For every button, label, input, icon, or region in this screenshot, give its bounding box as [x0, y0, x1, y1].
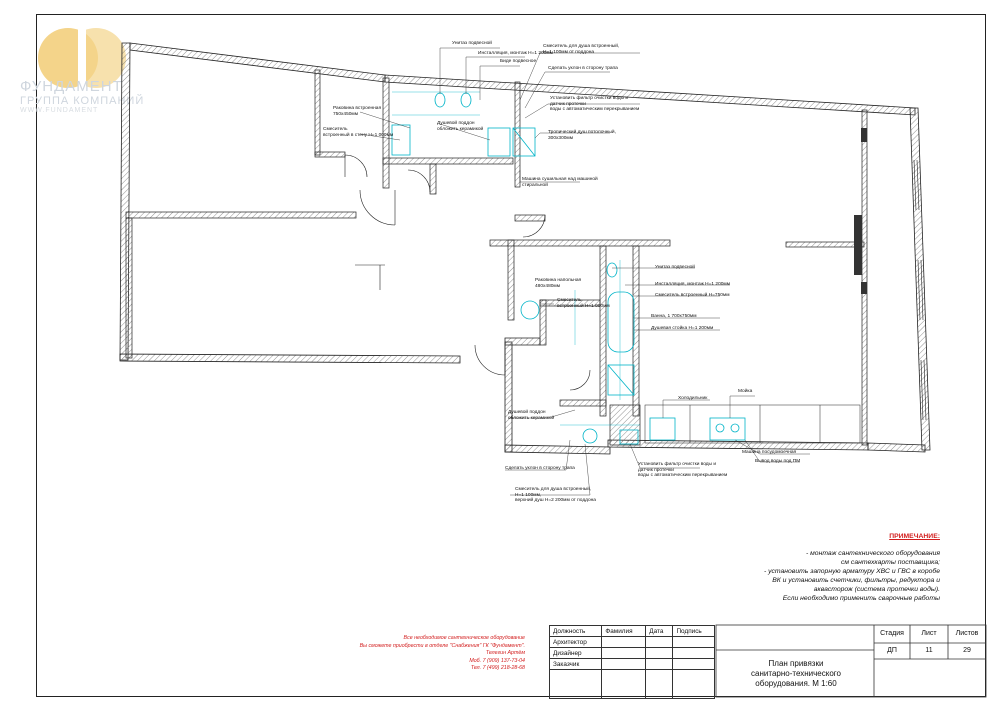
label-ceiling-shower: Тропический душ потолочный, 300х300мм [548, 130, 616, 141]
exterior-walls [119, 42, 931, 455]
stamp-head-date: Дата [645, 625, 674, 637]
label-mixer-wall: Смеситель встроенный в стену Н=1 000мм [323, 127, 394, 138]
label-slope-bottom: Сделать уклон в сторону трапа [505, 466, 575, 471]
label-tray-bottom: Душевой поддон обложить керамикой [508, 410, 555, 421]
tb-stage-header: Стадия [880, 630, 904, 637]
doors [344, 154, 591, 391]
label-tray-top: Душевой поддон обложить керамикой [437, 121, 484, 132]
label-slope-top: Сделать уклон в сторону трапа [548, 66, 618, 71]
label-wc-top: Унитаз подвесной [452, 41, 492, 46]
windows [913, 159, 927, 421]
logo-url: WWW.FUNDAMENT [20, 107, 99, 114]
label-install-top: Инсталляция, монтаж Н=1 200мм [478, 51, 554, 56]
label-filter-bottom: Установить фильтр очистки воды и датчик … [638, 462, 728, 479]
tb-sheets-header: Листов [955, 630, 979, 637]
label-install-mid: Инсталляция, монтаж Н=1 200мм [655, 282, 731, 287]
label-mixer-1000: Смеситель встроенный Н=1 000мм [557, 298, 610, 309]
label-bath: Ванна, 1 700х750мм [651, 314, 697, 319]
tb-sheet-header: Лист [921, 630, 937, 637]
label-dishwasher: Машина посудомоечная [742, 450, 797, 455]
drawing-title: План привязки санитарно-технического обо… [751, 659, 841, 688]
label-shower-rack: Душевая стойка Н=1 200мм [651, 326, 714, 331]
notes-body: - монтаж сантехнического оборудования см… [763, 550, 940, 602]
dimension-lines [392, 91, 640, 426]
leader-lines [359, 47, 810, 496]
company-logo [38, 26, 126, 90]
label-kitchen-sink: Мойка [738, 389, 753, 394]
stamp-role-designer: Дизайнер [548, 647, 603, 659]
notes-title: ПРИМЕЧАНИЕ: [889, 533, 940, 540]
label-bidet: Биде подвесное [500, 59, 537, 64]
label-wc-mid: Унитаз подвесной [655, 265, 695, 270]
tb-sheets-value: 29 [963, 647, 971, 654]
tb-stage-value: ДП [887, 647, 897, 654]
stamp-role-client: Заказчик [548, 658, 603, 670]
label-fridge: Холодильник [678, 396, 708, 401]
supplier-note: Все необходимое сантехническое оборудова… [359, 635, 525, 672]
tb-sheet-value: 11 [925, 647, 933, 654]
drawing-frame [36, 14, 986, 697]
stamp-head-surname: Фамилия [601, 625, 647, 637]
label-sink-builtin: Раковина встроенная 750х450мм [333, 106, 382, 117]
label-filter-top: Установить фильтр очистки воды и датчик … [550, 96, 640, 113]
stamp-table: Должность Фамилия Дата Подпись Архитекто… [548, 625, 715, 699]
label-sink-floor: Раковина напольная 480х480мм [535, 278, 582, 289]
label-mixer-750: Смеситель встроенный Н=750мм [655, 293, 730, 298]
label-pmm-outlet: Вывод воды под ПМ [755, 459, 801, 464]
interior-walls [125, 69, 868, 446]
label-shower-mixer-bottom: Смеситель для душа встроенный, Н=1 100мм… [515, 487, 596, 504]
label-shower-mixer-top: Смеситель для душа встроенный, Н=1 100мм… [543, 44, 620, 55]
stamp-role-architect: Архитектор [548, 636, 603, 648]
columns [854, 128, 867, 294]
logo-company-name: ФУНДАМЕНТ [20, 78, 123, 95]
kitchen-counter [644, 404, 861, 444]
plumbing-fixtures [391, 92, 746, 445]
general-notes: ПРИМЕЧАНИЕ: - монтаж сантехнического обо… [740, 532, 940, 603]
logo-group-name: ГРУППА КОМПАНИЙ [20, 95, 145, 107]
stamp-head-signature: Подпись [672, 625, 715, 637]
label-dryer: Машина сушильная над машиной стиральной [522, 177, 598, 188]
stamp-head-position: Должность [548, 625, 603, 637]
